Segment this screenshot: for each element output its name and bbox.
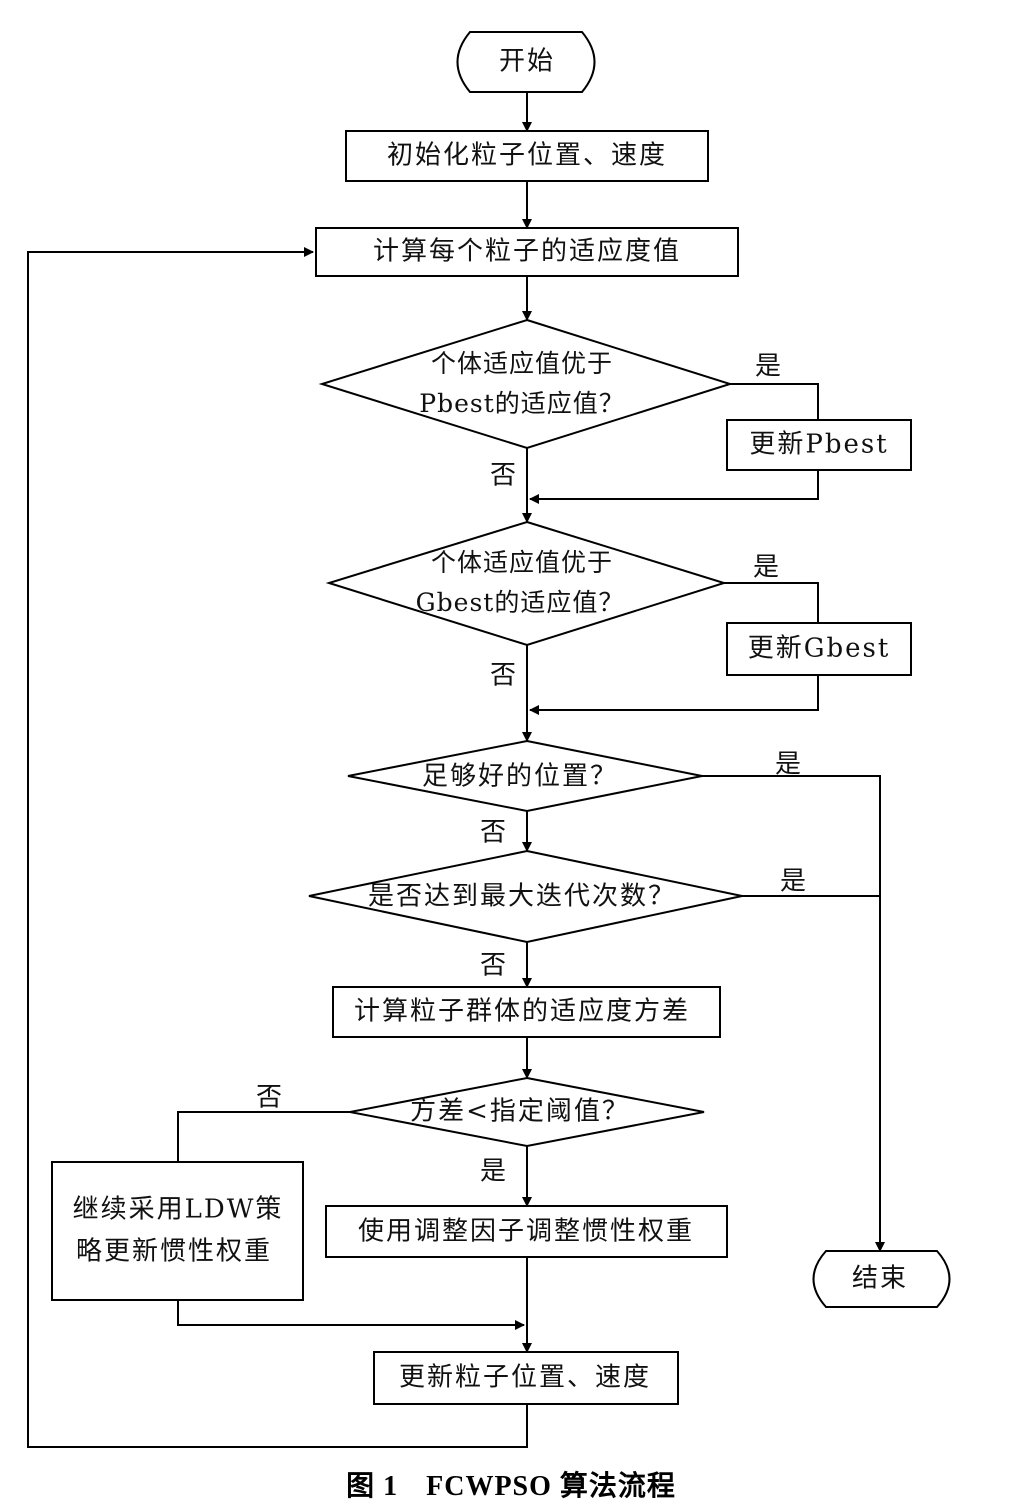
- yes-label-max-iter: 是: [779, 866, 809, 897]
- ldw-box-line1: 继续采用LDW策: [72, 1194, 284, 1225]
- gbest-decision-line2: Gbest的适应值？: [415, 588, 625, 617]
- calc-fitness-box: 计算每个粒子的适应度值: [372, 236, 682, 267]
- yes-label-gbest: 是: [752, 552, 782, 583]
- ldw-box-shape: [51, 1161, 304, 1301]
- gbest-decision-line1: 个体适应值优于: [430, 548, 614, 577]
- no-label-gbest: 否: [489, 660, 519, 691]
- variance-decision: 方差<指定阈值？: [410, 1096, 630, 1127]
- update-position-box: 更新粒子位置、速度: [398, 1362, 652, 1393]
- pbest-decision-line1: 个体适应值优于: [430, 349, 614, 378]
- yes-label-pbest: 是: [754, 351, 784, 382]
- adjust-box-shape: [325, 1205, 728, 1258]
- ldw-box-line2: 略更新惯性权重: [75, 1236, 273, 1267]
- yes-label-good-position: 是: [774, 749, 804, 780]
- no-label-variance: 否: [255, 1082, 285, 1113]
- no-label-good-position: 否: [479, 817, 509, 848]
- update-gbest-box-shape: [726, 622, 912, 676]
- max-iter-decision: 是否达到最大迭代次数？: [367, 881, 677, 912]
- figure-title: FCWPSO 算法流程: [426, 1471, 676, 1502]
- no-label-max-iter: 否: [479, 950, 509, 981]
- start-terminal: 开始: [498, 46, 556, 77]
- end-terminal-shape: [812, 1250, 951, 1308]
- calc-variance-box-shape: [332, 986, 721, 1038]
- end-terminal: 结束: [851, 1263, 909, 1294]
- no-label-pbest: 否: [489, 460, 519, 491]
- update-pbest-box: 更新Pbest: [749, 429, 889, 460]
- calc-variance-box: 计算粒子群体的适应度方差: [353, 996, 691, 1027]
- update-gbest-box: 更新Gbest: [747, 633, 891, 664]
- init-box-shape: [345, 130, 709, 182]
- yes-label-variance: 是: [479, 1156, 509, 1187]
- good-position-decision: 足够好的位置？: [421, 761, 619, 792]
- gbest-decision-shape: [325, 520, 728, 647]
- figure-number: 图 1: [346, 1471, 399, 1502]
- start-terminal-shape: [456, 31, 596, 93]
- pbest-decision-shape: [318, 318, 734, 450]
- figure-caption: 图 1 FCWPSO 算法流程: [346, 1464, 676, 1504]
- init-box: 初始化粒子位置、速度: [386, 140, 668, 171]
- pbest-decision-line2: Pbest的适应值？: [419, 389, 625, 418]
- adjust-box: 使用调整因子调整惯性权重: [357, 1216, 695, 1247]
